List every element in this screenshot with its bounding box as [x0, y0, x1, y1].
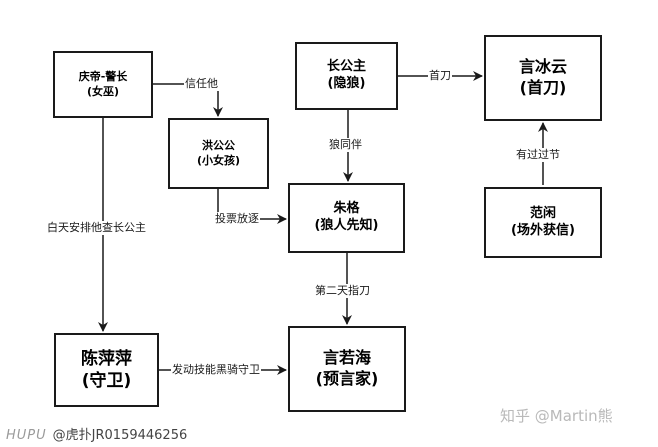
- node-honggonggong-role: (小女孩): [196, 153, 241, 167]
- edge-label-first-kill: 首刀: [428, 69, 452, 83]
- node-chenpingping-role: (守卫): [81, 371, 132, 391]
- node-fanxian-name: 范闲: [529, 205, 556, 221]
- node-fanxian: 范闲 (场外获信): [484, 187, 602, 258]
- edge-label-second-day: 第二天指刀: [314, 284, 371, 298]
- node-honggonggong: 洪公公 (小女孩): [168, 118, 269, 189]
- edge-label-grudge: 有过过节: [515, 148, 561, 162]
- edge-label-wolf-partner: 狼同伴: [328, 138, 363, 152]
- watermark-hupu: HUPU @虎扑JR0159446256: [6, 424, 187, 443]
- node-yanbingyun: 言冰云 (首刀): [484, 35, 602, 121]
- node-changgongzhu-name: 长公主: [326, 59, 366, 75]
- node-honggonggong-name: 洪公公: [202, 139, 235, 153]
- node-qingdi-role: (女巫): [86, 84, 120, 98]
- node-zhuge-role: (狼人先知): [314, 218, 379, 233]
- node-yanbingyun-name: 言冰云: [518, 57, 567, 77]
- node-zhuge: 朱格 (狼人先知): [288, 183, 405, 253]
- hupu-logo-text: HUPU: [6, 428, 47, 443]
- node-yanruohai-role: (预言家): [315, 369, 379, 388]
- hupu-user-id: @虎扑JR0159446256: [52, 428, 188, 443]
- node-yanbingyun-role: (首刀): [519, 78, 567, 97]
- node-qingdi-name: 庆帝-警长: [78, 70, 128, 84]
- node-yanruohai: 言若海 (预言家): [288, 326, 406, 412]
- edge-label-guard-skill: 发动技能黑骑守卫: [171, 363, 261, 377]
- edge-label-vote-exile: 投票放逐: [214, 212, 260, 226]
- node-chenpingping-name: 陈萍萍: [81, 348, 132, 369]
- node-zhuge-name: 朱格: [333, 201, 360, 217]
- watermark-zhihu: 知乎 @Martin熊: [500, 407, 613, 425]
- node-qingdi: 庆帝-警长 (女巫): [53, 51, 153, 118]
- node-chenpingping: 陈萍萍 (守卫): [54, 333, 159, 407]
- node-fanxian-role: (场外获信): [511, 222, 575, 238]
- node-changgongzhu-role: (隐狼): [327, 76, 366, 91]
- edge-label-trust: 信任他: [184, 77, 219, 91]
- edge-label-check-princess: 白天安排他查长公主: [46, 221, 147, 235]
- node-changgongzhu: 长公主 (隐狼): [295, 42, 398, 110]
- node-yanruohai-name: 言若海: [322, 348, 371, 368]
